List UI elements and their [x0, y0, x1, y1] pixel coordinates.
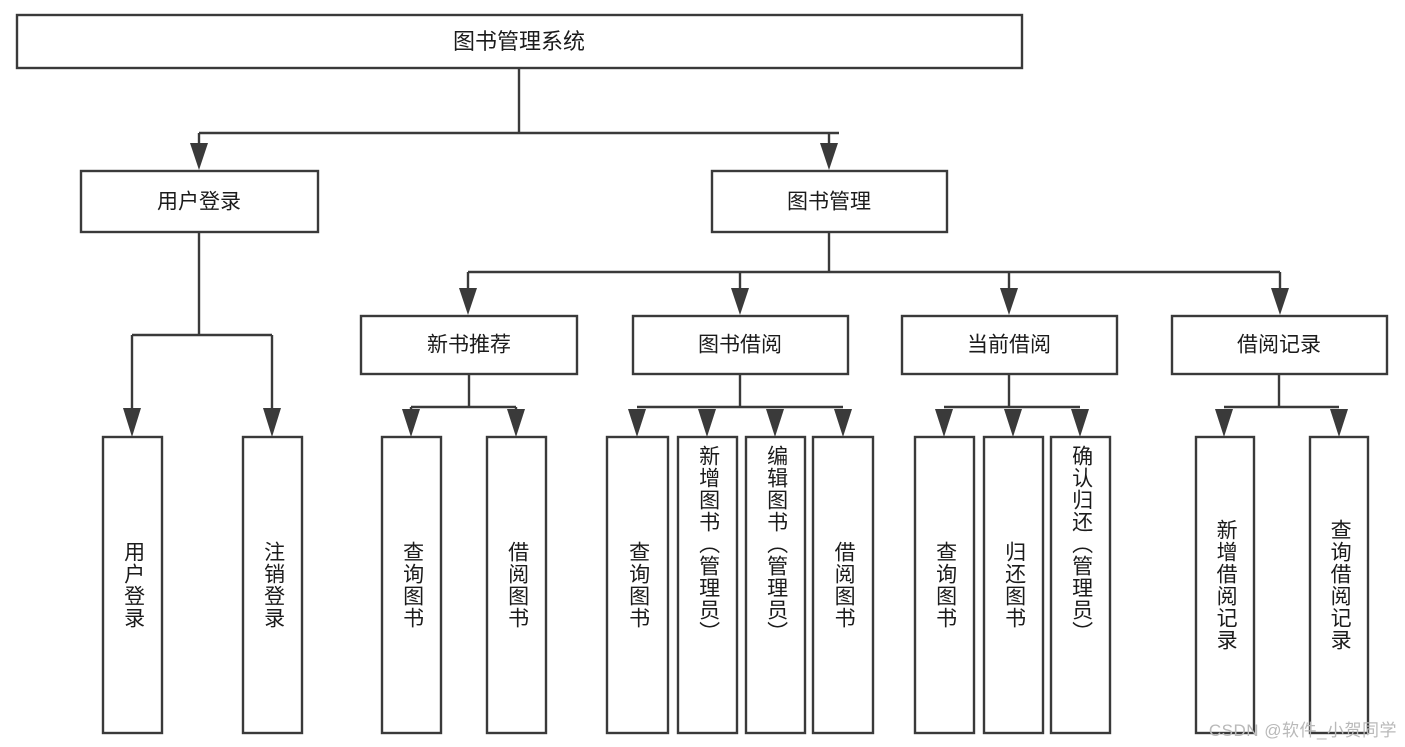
arrow-head-book-borrow	[731, 288, 749, 315]
node-root-box[interactable]	[15, 13, 1024, 70]
connectors-book-borrow-to-leaves	[628, 374, 852, 437]
arrow-head-currentborrow-leaf-1	[935, 409, 953, 437]
leaf-box-borrowrecord-2[interactable]	[1308, 435, 1370, 735]
arrow-head-bookborrow-leaf-3	[766, 409, 784, 437]
connectors-current-borrow-to-leaves	[935, 374, 1089, 437]
node-new-book-recommend[interactable]: 新书推荐	[359, 314, 579, 376]
leaf-box-currentborrow-2[interactable]	[982, 435, 1045, 735]
node-borrow-record-label: 借阅记录	[1237, 334, 1321, 357]
arrow-head-book-manage	[820, 143, 838, 170]
connectors-new-book-to-leaves	[402, 374, 525, 437]
arrow-head-bookborrow-leaf-4	[834, 409, 852, 437]
leaf-box-borrowrecord-1[interactable]	[1194, 435, 1256, 735]
leaf-box-currentborrow-3[interactable]	[1049, 435, 1112, 735]
node-book-manage-box[interactable]	[710, 169, 949, 234]
connectors-root-to-level2	[190, 68, 839, 170]
arrow-head-bookborrow-leaf-1	[628, 409, 646, 437]
node-user-login-label: 用户登录	[157, 191, 241, 214]
leaf-box-newbook-2[interactable]	[485, 435, 548, 735]
arrow-head-new-book	[459, 288, 477, 315]
arrow-head-user-login	[190, 143, 208, 170]
leaf-box-bookborrow-1[interactable]	[605, 435, 670, 735]
node-root[interactable]: 图书管理系统	[15, 13, 1024, 70]
leaf-box-bookborrow-3[interactable]	[744, 435, 807, 735]
arrow-head-newbook-leaf-2	[507, 409, 525, 437]
arrow-head-leaf-user-login-1	[123, 408, 141, 437]
node-book-borrow[interactable]: 图书借阅	[631, 314, 850, 376]
node-new-book-recommend-box[interactable]	[359, 314, 579, 376]
arrow-head-bookborrow-leaf-2	[698, 409, 716, 437]
arrow-head-newbook-leaf-1	[402, 409, 420, 437]
node-root-label: 图书管理系统	[453, 29, 585, 54]
node-borrow-record-box[interactable]	[1170, 314, 1389, 376]
leaf-box-currentborrow-1[interactable]	[913, 435, 976, 735]
node-new-book-recommend-label: 新书推荐	[427, 334, 511, 357]
leaf-box-user-login-2[interactable]	[241, 435, 304, 735]
arrow-head-currentborrow-leaf-3	[1071, 409, 1089, 437]
node-book-borrow-box[interactable]	[631, 314, 850, 376]
leaf-box-user-login-1[interactable]	[101, 435, 164, 735]
node-book-manage[interactable]: 图书管理	[710, 169, 949, 234]
arrow-head-leaf-user-login-2	[263, 408, 281, 437]
connectors-user-login-to-leaves	[123, 232, 281, 437]
node-current-borrow[interactable]: 当前借阅	[900, 314, 1119, 376]
node-user-login[interactable]: 用户登录	[79, 169, 320, 234]
node-book-borrow-label: 图书借阅	[698, 334, 782, 357]
leaf-box-bookborrow-4[interactable]	[811, 435, 875, 735]
arrow-head-borrowrecord-leaf-1	[1215, 409, 1233, 437]
leaf-box-newbook-1[interactable]	[380, 435, 443, 735]
connectors-book-manage-to-level3	[459, 232, 1289, 315]
arrow-head-currentborrow-leaf-2	[1004, 409, 1022, 437]
node-book-manage-label: 图书管理	[787, 191, 871, 214]
node-borrow-record[interactable]: 借阅记录	[1170, 314, 1389, 376]
arrow-head-borrowrecord-leaf-2	[1330, 409, 1348, 437]
arrow-head-current-borrow	[1000, 288, 1018, 315]
arrow-head-borrow-record	[1271, 288, 1289, 315]
node-current-borrow-label: 当前借阅	[967, 334, 1051, 357]
leaf-box-bookborrow-2[interactable]	[676, 435, 739, 735]
node-current-borrow-box[interactable]	[900, 314, 1119, 376]
connectors-borrow-record-to-leaves	[1215, 374, 1348, 437]
